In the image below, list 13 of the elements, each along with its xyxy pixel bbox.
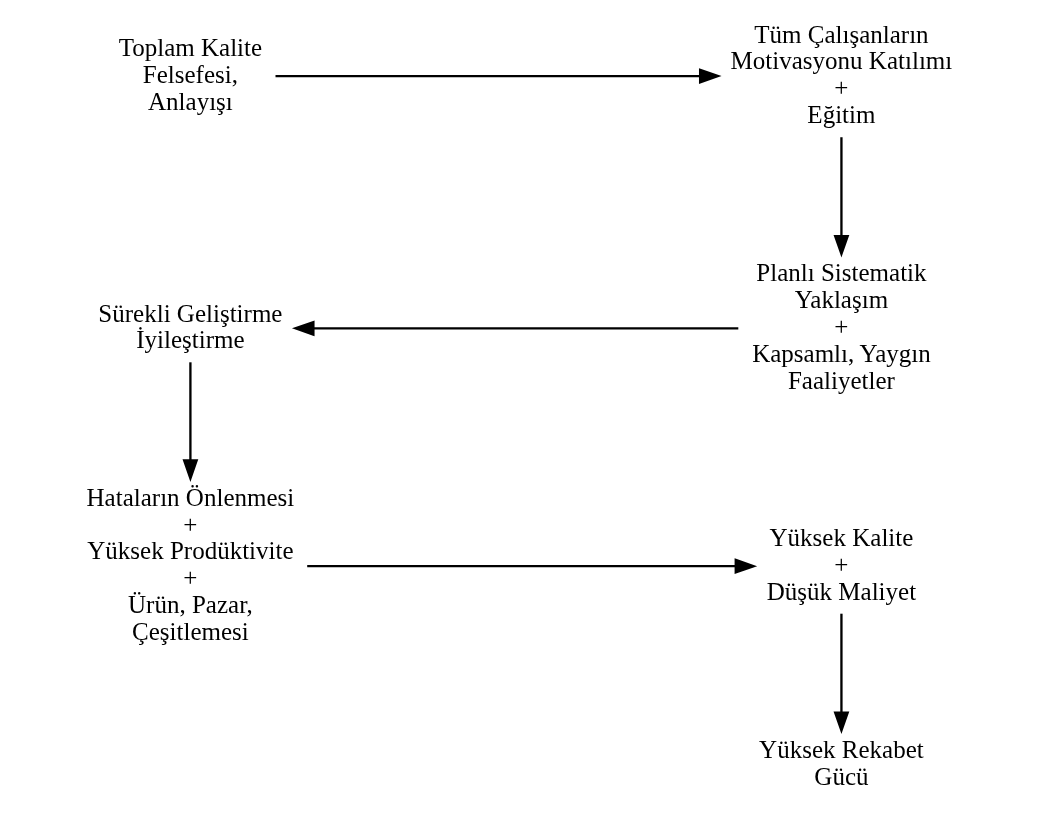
node-text: Planlı Sistematik Yaklaşım + Kapsamlı, Yaygın Faaliyetler [752,259,931,394]
arrow [291,320,739,337]
node-text: Toplam Kalite Felsefesi, Anlayışı [118,33,263,115]
node-text: Hataların Önlenmesi + Yüksek Prodüktivite + Ürün, Pazar, Çeşitlemesi [86,483,295,645]
arrow [307,558,758,575]
arrow [275,68,722,85]
node-text: Yüksek Rekabet Gücü [759,735,924,790]
node-text: Yüksek Kalite + Düşük Maliyet [766,523,917,605]
arrow [182,362,199,482]
arrow [833,613,850,735]
node-text: Sürekli Geliştirme İyileştirme [98,299,283,354]
arrow [833,137,850,258]
node-text: Tüm Çalışanların Motivasyonu Katılımı + Eğitim [730,20,953,128]
